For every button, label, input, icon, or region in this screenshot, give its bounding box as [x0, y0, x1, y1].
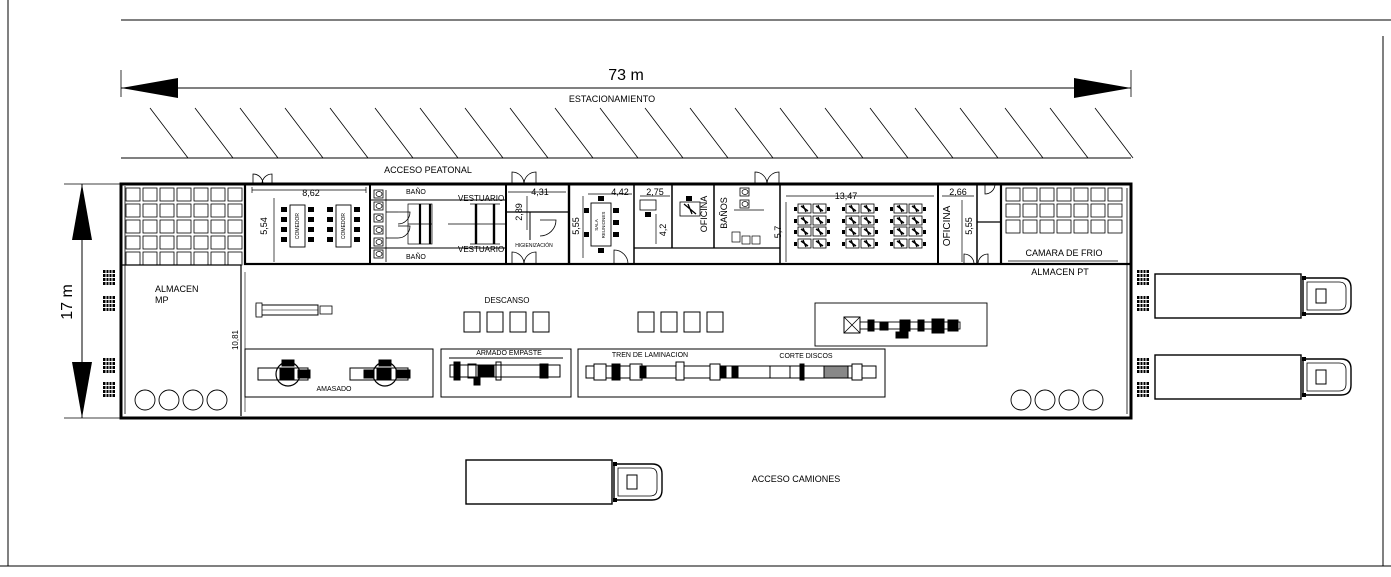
- vestuario-top-label: VESTUARIO: [458, 194, 504, 203]
- comedor-width-dim: 8,62: [302, 188, 320, 198]
- right-dock-tires-2: [1136, 295, 1150, 312]
- estacionamiento-label: ESTACIONAMIENTO: [569, 94, 655, 104]
- width-label: 17 m: [59, 284, 76, 320]
- open-office-width-dim: 13,47: [835, 191, 858, 201]
- corte-discos-label: CORTE DISCOS: [779, 353, 832, 360]
- almacen-height-dim: 10,81: [231, 329, 240, 350]
- oficina-block-2: OFICINA: [679, 196, 709, 233]
- oficina2-width-dim: 2,66: [949, 187, 967, 197]
- comedor-height-dim: 5,54: [259, 217, 269, 235]
- bano-top-label: BAÑO: [406, 187, 426, 196]
- truck-bottom: [465, 459, 663, 505]
- bano-vestuario-area: BAÑO BAÑO VESTUARIO VESTUARIO: [373, 187, 506, 262]
- amasado-area: [244, 348, 434, 398]
- length-dimension: 73 m: [120, 67, 1132, 98]
- truck-right-bottom: [1154, 354, 1352, 400]
- right-dock-tires-3: [1136, 357, 1150, 374]
- left-dock-tires-3: [102, 357, 116, 374]
- almacen-pt-circles: [1010, 389, 1104, 411]
- tren-laminacion-label: TREN DE LAMINACION: [612, 352, 688, 359]
- armado-empaste-label: ARMADO EMPASTE: [476, 350, 542, 357]
- open-office-height-dim: 5,7: [773, 226, 783, 239]
- almacen-mp-label-1: ALMACEN: [155, 284, 199, 294]
- width-dimension: 17 m: [59, 183, 120, 419]
- comedor-room: 8,62 5,54 COMEDOR COMEDOR: [251, 187, 367, 262]
- higienizacion-label: HIGIENIZACIÓN: [515, 242, 553, 249]
- vestuario-height-dim: 2,89: [514, 203, 524, 221]
- vestuario-width-dim: 4,31: [531, 187, 549, 197]
- reuniones-width-dim: 4,42: [611, 187, 629, 197]
- packaging-machine: [814, 302, 988, 347]
- building-outline: [119, 182, 1133, 420]
- almacen-mp-label-2: MP: [155, 295, 169, 305]
- almacen-pt-label: ALMACEN PT: [1031, 267, 1089, 277]
- sala-label: SALA: [594, 219, 599, 231]
- parking-area: ESTACIONAMIENTO: [121, 94, 1134, 159]
- left-dock-tires-1: [102, 269, 116, 286]
- oficina2-label: OFICINA: [942, 205, 953, 246]
- almacen-mp-racks: [125, 187, 243, 266]
- comedor-label-2: COMEDOR: [341, 213, 347, 240]
- armado-empaste-area: [440, 348, 572, 398]
- oficina1-width-dim: 2,75: [646, 187, 664, 197]
- banos-room: BAÑOS: [719, 187, 764, 245]
- reuniones-height-dim: 5,55: [571, 217, 581, 235]
- acceso-peatonal-label: ACCESO PEATONAL: [384, 165, 472, 175]
- oficina1-label: OFICINA: [699, 196, 709, 233]
- camara-frio-racks: [1005, 187, 1123, 234]
- oficina1-height-dim: 4,2: [658, 224, 668, 237]
- almacen-mp-circles: [134, 389, 228, 411]
- reuniones-label: REUNIONES: [601, 212, 606, 239]
- length-label: 73 m: [608, 67, 644, 84]
- camara-frio-label: CAMARA DE FRIO: [1025, 248, 1102, 258]
- banos-label: BAÑOS: [719, 197, 729, 229]
- bano-bottom-label: BAÑO: [406, 252, 426, 261]
- oficina-2-room: 2,66 OFICINA 5,55: [942, 187, 974, 262]
- sala-reuniones-room: 5,55 4,42 SALA REUNIONES: [571, 187, 632, 258]
- truck-right-top: [1154, 273, 1352, 319]
- higienizacion-room: 4,31 2,89 HIGIENIZACIÓN: [508, 187, 566, 249]
- acceso-camiones-label: ACCESO CAMIONES: [752, 474, 841, 484]
- left-dock-tires-2: [102, 295, 116, 312]
- laminacion-area: [577, 348, 886, 398]
- oficina-1-room: 2,75 4,2: [639, 187, 670, 244]
- comedor-label-1: COMEDOR: [295, 213, 301, 240]
- vestuario-bottom-label: VESTUARIO: [458, 245, 504, 254]
- right-dock-tires-4: [1136, 381, 1150, 398]
- open-office: 13,47 5,7: [773, 191, 934, 262]
- oficina2-height-dim: 5,55: [964, 217, 974, 235]
- conveyor-machine: [255, 302, 333, 318]
- doors: [252, 171, 996, 265]
- amasado-label: AMASADO: [316, 386, 352, 393]
- descanso-tables: [463, 311, 724, 333]
- descanso-label: DESCANSO: [485, 296, 530, 305]
- right-dock-tires-1: [1136, 269, 1150, 286]
- left-dock-tires-4: [102, 381, 116, 398]
